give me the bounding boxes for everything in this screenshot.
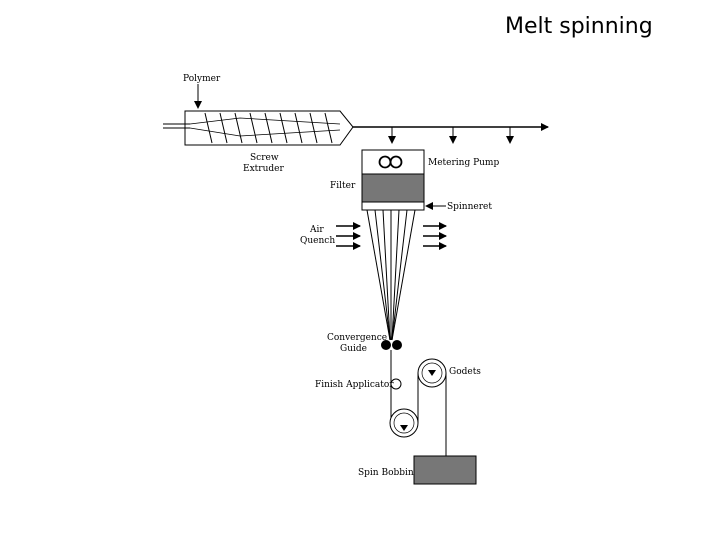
screw-extruder-label-line1: Screw	[250, 153, 279, 163]
godets-label: Godets	[449, 367, 481, 377]
air-quench-label-line1: Air	[309, 225, 324, 235]
spinneret-plate	[361, 201, 425, 211]
metering-pump-label: Metering Pump	[428, 158, 499, 168]
finish-applicator-label: Finish Applicator	[315, 380, 394, 390]
slide-title: Melt spinning	[505, 14, 653, 39]
convergence-guide-label-line2: Guide	[340, 344, 367, 354]
filter-label: Filter	[330, 181, 356, 191]
godet-upper	[417, 358, 447, 388]
screw-extruder-label-line2: Extruder	[243, 164, 284, 174]
screw-extruder	[163, 110, 354, 146]
air-quench-label-line2: Quench	[300, 236, 335, 246]
filament-bundle	[366, 209, 416, 341]
finish-applicator	[390, 378, 402, 390]
metering-pump	[361, 149, 425, 175]
godet-lower	[389, 408, 419, 438]
air-quench-arrows-left	[336, 222, 361, 250]
filter-block	[361, 173, 425, 203]
convergence-guide	[381, 340, 402, 350]
convergence-guide-label-line1: Convergence	[327, 333, 387, 343]
polymer-label: Polymer	[183, 74, 221, 84]
spin-bobbin-label: Spin Bobbin	[358, 468, 414, 478]
spinneret-label: Spinneret	[447, 202, 492, 212]
air-quench-arrows-right	[423, 222, 447, 250]
spin-bobbin	[413, 455, 477, 485]
